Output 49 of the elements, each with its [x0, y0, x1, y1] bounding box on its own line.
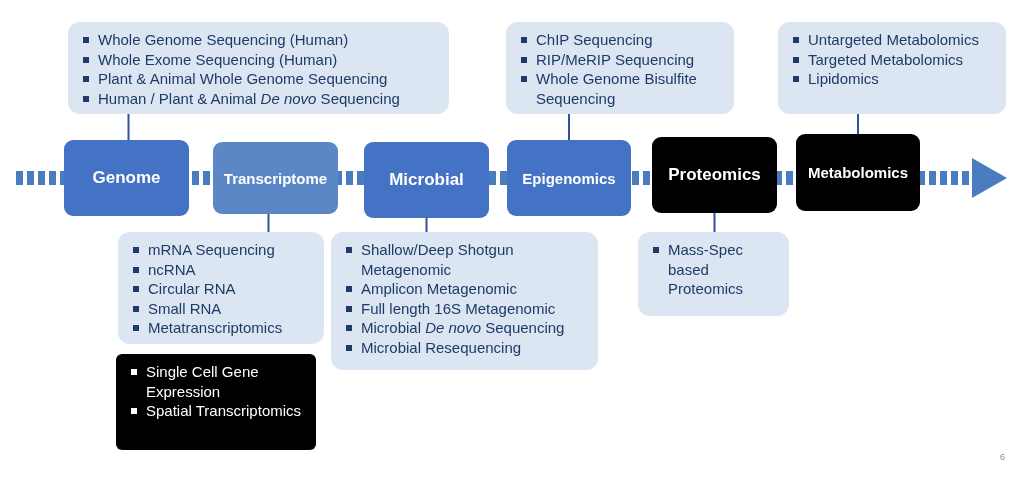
service-list-card: [116, 354, 316, 450]
bullet-item: Mass-Spec based Proteomics: [650, 240, 779, 299]
service-list-card: [638, 232, 789, 316]
bullet-item: Single Cell Gene Expression: [128, 362, 306, 401]
bullet-item: Full length 16S Metagenomic: [343, 298, 556, 318]
stage-label: Transcriptome: [223, 169, 328, 187]
stage-label: Epigenomics: [522, 169, 616, 187]
stage-box: [364, 142, 489, 218]
bullet-item: Amplicon Metagenomic: [343, 279, 517, 299]
bullet-item: Whole Genome Sequencing (Human): [80, 30, 349, 50]
connector-line: [425, 217, 428, 233]
bullet-item: ncRNA: [130, 259, 196, 279]
service-list-card: [331, 232, 598, 370]
service-list-card: [68, 22, 449, 114]
bullet-item: Small RNA: [130, 298, 222, 318]
bullet-item: Untargeted Metabolomics: [790, 30, 979, 50]
connector-line: [127, 113, 130, 141]
bullet-item: Spatial Transcriptomics: [128, 401, 302, 421]
stage-box: [507, 140, 631, 216]
stage-label: Metabolomics: [808, 164, 908, 181]
bullet-item: Lipidomics: [790, 69, 879, 89]
stage-label: Proteomics: [668, 165, 761, 185]
bullet-item: Microbial De novo Sequencing: [343, 318, 565, 338]
page-number: 6: [1000, 452, 1005, 462]
bullet-item: Whole Exome Sequencing (Human): [80, 49, 338, 69]
service-list-card: [506, 22, 734, 114]
bullet-item: Human / Plant & Animal De novo Sequencing: [80, 88, 400, 108]
service-list-card: [118, 232, 324, 344]
stage-label: Genome: [92, 168, 161, 188]
bullet-item: Microbial Resequencing: [343, 337, 522, 357]
bullet-item: RIP/MeRIP Sequencing: [518, 49, 695, 69]
connector-line: [713, 212, 716, 233]
connector-line: [267, 213, 270, 233]
stage-box: [652, 137, 777, 213]
bullet-item: Circular RNA: [130, 279, 236, 299]
stage-box: [796, 134, 920, 211]
bullet-item: Targeted Metabolomics: [790, 49, 964, 69]
stage-box: [213, 142, 338, 214]
bullet-item: mRNA Sequencing: [130, 240, 275, 260]
bullet-item: Shallow/Deep Shotgun Metagenomic: [343, 240, 588, 279]
bullet-item: Whole Genome Bisulfite Sequencing: [518, 69, 724, 108]
bullet-item: ChIP Sequencing: [518, 30, 653, 50]
stage-label: Microbial: [389, 170, 464, 190]
connector-line: [857, 113, 859, 135]
stage-box: [64, 140, 189, 216]
connector-line: [568, 113, 570, 141]
service-list-card: [778, 22, 1006, 114]
bullet-item: Metatranscriptomics: [130, 318, 283, 338]
bullet-item: Plant & Animal Whole Genome Sequencing: [80, 69, 388, 89]
